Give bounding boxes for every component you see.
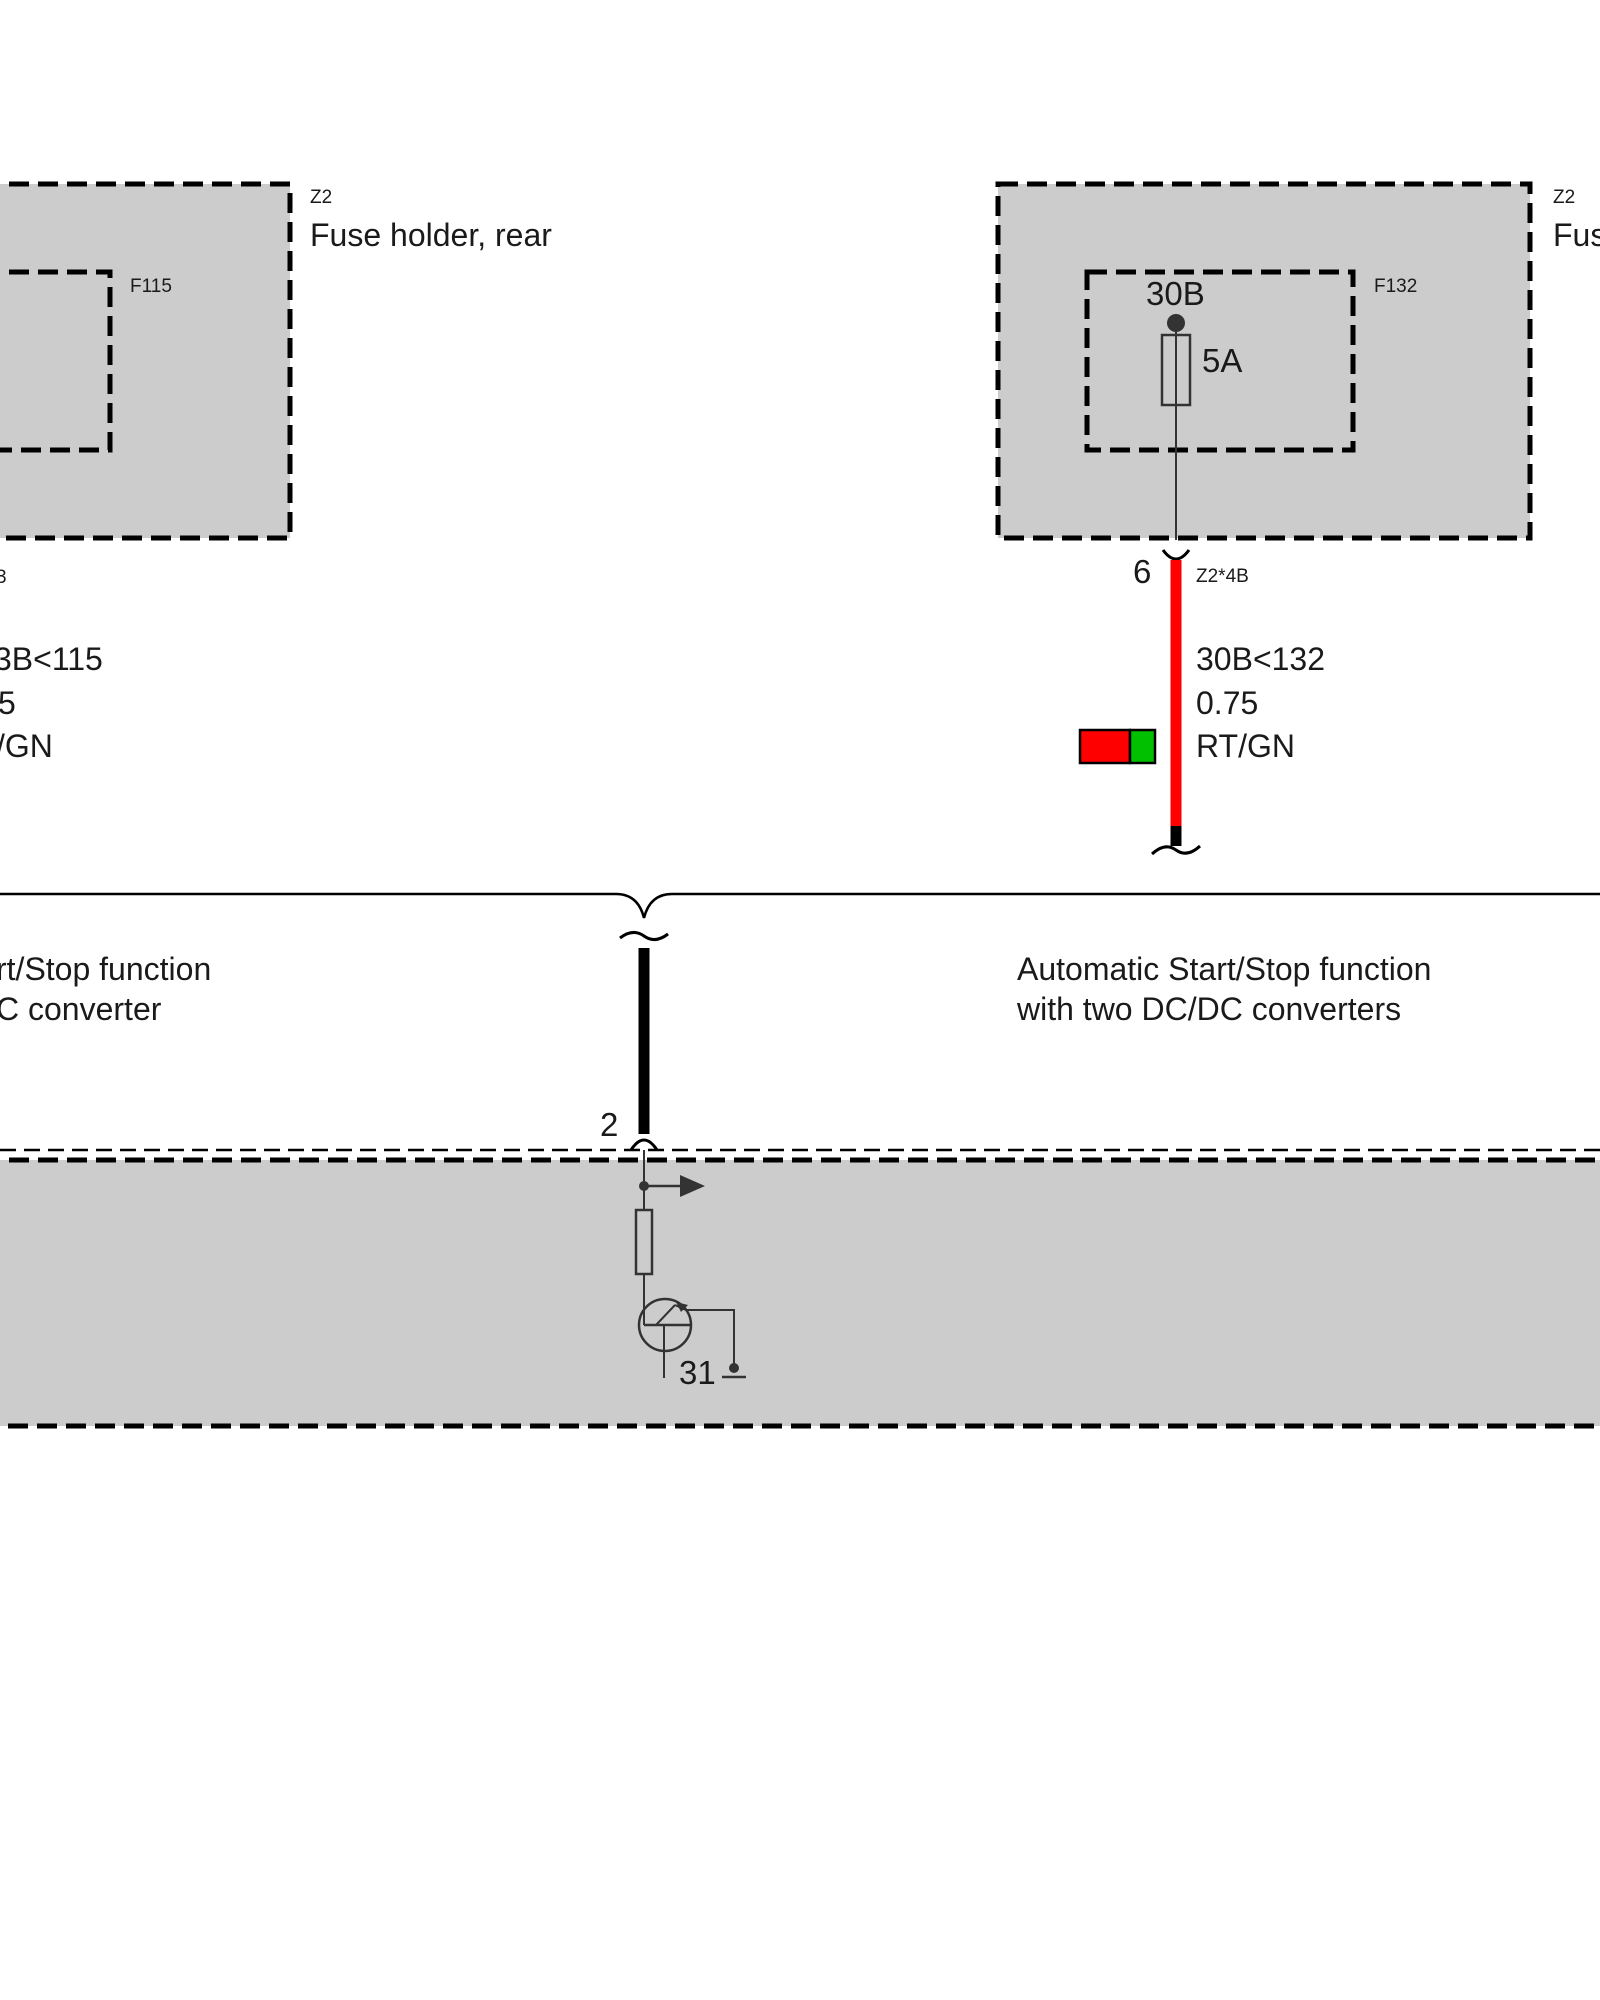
fuse-rating: 5A xyxy=(1202,342,1242,379)
left-wire-circuit: 3B<115 xyxy=(0,641,103,677)
left-fuse-box xyxy=(0,269,113,453)
ground-terminal-label: 31 xyxy=(679,1354,716,1391)
variant-left-line1: rt/Stop function xyxy=(0,951,211,987)
left-connector-fragment: 3 xyxy=(0,567,7,588)
left-wire-color-code: /GN xyxy=(0,728,53,764)
wire-color-swatch-green xyxy=(1128,728,1157,765)
transistor-collector xyxy=(655,1304,676,1326)
right-fuse-holder-ref: Z2 xyxy=(1553,187,1575,208)
fuse-terminal-label: 30B xyxy=(1146,275,1205,312)
control-unit: 2 31 xyxy=(0,1106,1600,1429)
signal-arrow-icon xyxy=(680,1175,705,1197)
wire-circuit: 30B<132 xyxy=(1196,641,1325,677)
control-unit-box xyxy=(0,1157,1600,1429)
left-fuse-ref: F115 xyxy=(130,276,172,297)
right-fuse-ref: F132 xyxy=(1374,276,1417,297)
wire-color-swatch-red xyxy=(1078,728,1132,765)
connector-pin-6-symbol xyxy=(1161,549,1191,561)
wire-30b-132: 30B<132 0.75 RT/GN xyxy=(1078,560,1325,856)
left-fuse-holder: Z2 Fuse holder, rear F115 3 3B<115 5 /GN xyxy=(0,181,552,764)
transistor-arrow xyxy=(676,1302,688,1312)
wire-color-code: RT/GN xyxy=(1196,728,1295,764)
right-fuse-box xyxy=(1084,269,1356,453)
wire-break-symbol xyxy=(1150,844,1202,856)
wire-gauge: 0.75 xyxy=(1196,685,1258,721)
left-fuse-holder-name: Fuse holder, rear xyxy=(310,217,552,253)
variant-left-line2: C converter xyxy=(0,991,162,1027)
variant-brace xyxy=(0,892,1600,919)
variant-brace-tilde xyxy=(619,931,669,941)
connector-ref: Z2*4B xyxy=(1196,566,1249,587)
control-unit-pin-number: 2 xyxy=(600,1106,618,1143)
left-fuse-holder-ref: Z2 xyxy=(310,187,332,208)
connector-pin-2-symbol xyxy=(629,1138,659,1151)
variant-right-line2: with two DC/DC converters xyxy=(1016,991,1401,1027)
right-fuse-holder-name: Fus xyxy=(1553,217,1600,253)
left-wire-gauge: 5 xyxy=(0,685,16,721)
right-fuse-holder: Z2 Fus F132 30B 5A 6 Z2*4B xyxy=(995,181,1600,590)
ground-dot xyxy=(729,1363,739,1373)
connector-pin-number: 6 xyxy=(1133,553,1151,590)
variant-right-line1: Automatic Start/Stop function xyxy=(1017,951,1431,987)
